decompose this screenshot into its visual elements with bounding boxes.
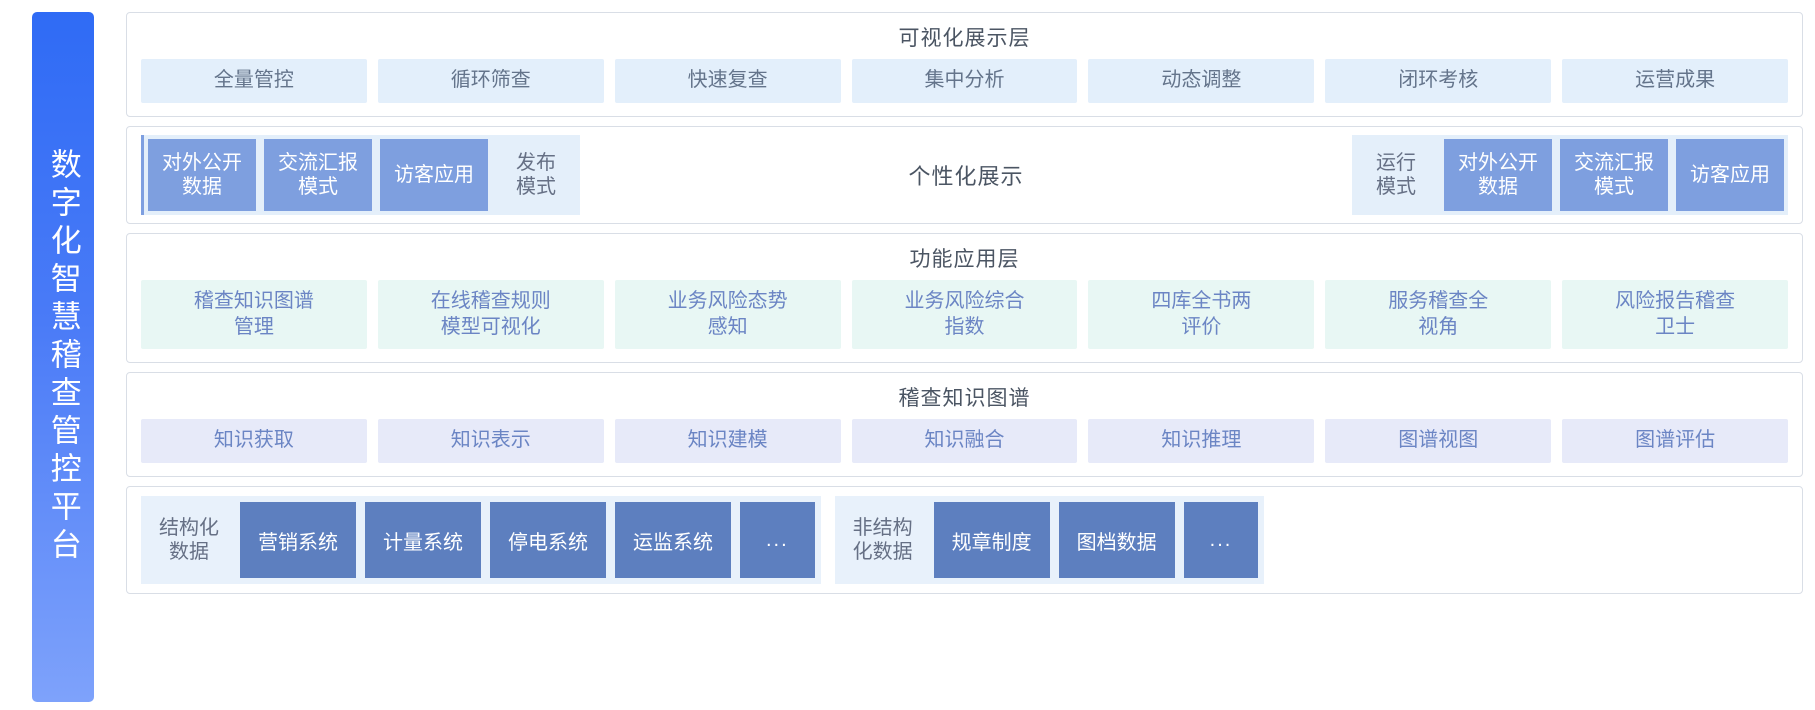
data-source-more-box[interactable]: ... xyxy=(1183,502,1259,579)
functional-cell[interactable]: 服务稽查全 视角 xyxy=(1325,280,1552,350)
mode-box[interactable]: 对外公开 数据 xyxy=(1444,139,1552,211)
functional-cell[interactable]: 业务风险综合 指数 xyxy=(851,280,1078,350)
functional-cell[interactable]: 在线稽查规则 模型可视化 xyxy=(377,280,604,350)
data-source-box[interactable]: 运监系统 xyxy=(615,502,731,579)
kg-cell[interactable]: 知识获取 xyxy=(141,419,367,464)
platform-banner-container: 数字化智慧稽查管控平台 xyxy=(0,6,126,706)
layer-stack: 可视化展示层 全量管控 循环筛查 快速复查 集中分析 动态调整 闭环考核 运营成… xyxy=(126,6,1815,706)
viz-cell[interactable]: 动态调整 xyxy=(1088,59,1315,103)
data-source-box[interactable]: 停电系统 xyxy=(490,502,606,579)
platform-banner: 数字化智慧稽查管控平台 xyxy=(32,12,94,702)
layer-knowledge-graph: 稽查知识图谱 知识获取 知识表示 知识建模 知识融合 知识推理 图谱视图 图谱评… xyxy=(126,372,1803,478)
structured-data-label: 结构化 数据 xyxy=(159,516,219,564)
kg-cell[interactable]: 知识表示 xyxy=(377,419,604,464)
viz-cell[interactable]: 循环筛查 xyxy=(377,59,604,103)
mode-box[interactable]: 交流汇报 模式 xyxy=(1560,139,1668,211)
kg-cell[interactable]: 知识推理 xyxy=(1088,419,1315,464)
layer-functional-applications: 功能应用层 稽查知识图谱 管理 在线稽查规则 模型可视化 业务风险态势 感知 业… xyxy=(126,233,1803,364)
layer-modes: 对外公开 数据 交流汇报 模式 访客应用 发布 模式 个性化展示 运行 模式 对… xyxy=(126,126,1803,224)
viz-cell[interactable]: 全量管控 xyxy=(141,59,367,103)
data-source-box[interactable]: 图档数据 xyxy=(1058,502,1175,579)
kg-cell[interactable]: 知识融合 xyxy=(851,419,1078,464)
viz-cell[interactable]: 集中分析 xyxy=(851,59,1078,103)
data-source-more-box[interactable]: ... xyxy=(740,502,815,579)
modes-row: 对外公开 数据 交流汇报 模式 访客应用 发布 模式 个性化展示 运行 模式 对… xyxy=(127,127,1802,223)
data-sources-row: 结构化 数据 营销系统 计量系统 停电系统 运监系统 ... 非结构 化数据 规… xyxy=(127,487,1802,593)
functional-cell[interactable]: 四库全书两 评价 xyxy=(1088,280,1315,350)
kg-cell[interactable]: 知识建模 xyxy=(614,419,841,464)
viz-cell[interactable]: 运营成果 xyxy=(1562,59,1789,103)
structured-data-group: 结构化 数据 营销系统 计量系统 停电系统 运监系统 ... xyxy=(141,496,821,585)
data-row-spacer xyxy=(1278,496,1788,584)
mode-box[interactable]: 访客应用 xyxy=(380,139,488,211)
layer-knowledge-graph-title: 稽查知识图谱 xyxy=(898,387,1031,411)
layer-visualization-cells: 全量管控 循环筛查 快速复查 集中分析 动态调整 闭环考核 运营成果 xyxy=(127,59,1802,116)
mode-box[interactable]: 对外公开 数据 xyxy=(148,139,256,211)
unstructured-data-group: 非结构 化数据 规章制度 图档数据 ... xyxy=(834,496,1265,585)
modes-center-label: 个性化展示 xyxy=(908,164,1024,189)
kg-cell[interactable]: 图谱视图 xyxy=(1325,419,1552,464)
functional-cell[interactable]: 业务风险态势 感知 xyxy=(614,280,841,350)
functional-cell[interactable]: 稽查知识图谱 管理 xyxy=(141,280,367,350)
functional-cell[interactable]: 风险报告稽查 卫士 xyxy=(1562,280,1789,350)
modes-group-right: 运行 模式 对外公开 数据 交流汇报 模式 访客应用 xyxy=(1352,135,1788,215)
data-source-box[interactable]: 营销系统 xyxy=(240,502,356,579)
mode-box[interactable]: 访客应用 xyxy=(1676,139,1784,211)
modes-group-left: 对外公开 数据 交流汇报 模式 访客应用 发布 模式 xyxy=(141,135,580,215)
layer-functional-title: 功能应用层 xyxy=(909,248,1020,271)
layer-functional-cells: 稽查知识图谱 管理 在线稽查规则 模型可视化 业务风险态势 感知 业务风险综合 … xyxy=(127,280,1802,362)
layer-knowledge-graph-cells: 知识获取 知识表示 知识建模 知识融合 知识推理 图谱视图 图谱评估 xyxy=(127,419,1802,476)
layer-visualization: 可视化展示层 全量管控 循环筛查 快速复查 集中分析 动态调整 闭环考核 运营成… xyxy=(126,12,1803,117)
layer-visualization-title: 可视化展示层 xyxy=(898,27,1031,50)
kg-cell[interactable]: 图谱评估 xyxy=(1562,419,1789,464)
viz-cell[interactable]: 闭环考核 xyxy=(1325,59,1552,103)
data-source-box[interactable]: 规章制度 xyxy=(933,502,1050,579)
unstructured-data-label: 非结构 化数据 xyxy=(852,516,913,564)
viz-cell[interactable]: 快速复查 xyxy=(614,59,841,103)
data-source-box[interactable]: 计量系统 xyxy=(365,502,481,579)
mode-box[interactable]: 运行 模式 xyxy=(1376,151,1416,198)
mode-box[interactable]: 交流汇报 模式 xyxy=(264,139,372,211)
layer-data-sources: 结构化 数据 营销系统 计量系统 停电系统 运监系统 ... 非结构 化数据 规… xyxy=(126,486,1803,595)
platform-banner-title: 数字化智慧稽查管控平台 xyxy=(45,148,81,566)
mode-box[interactable]: 发布 模式 xyxy=(516,151,556,198)
